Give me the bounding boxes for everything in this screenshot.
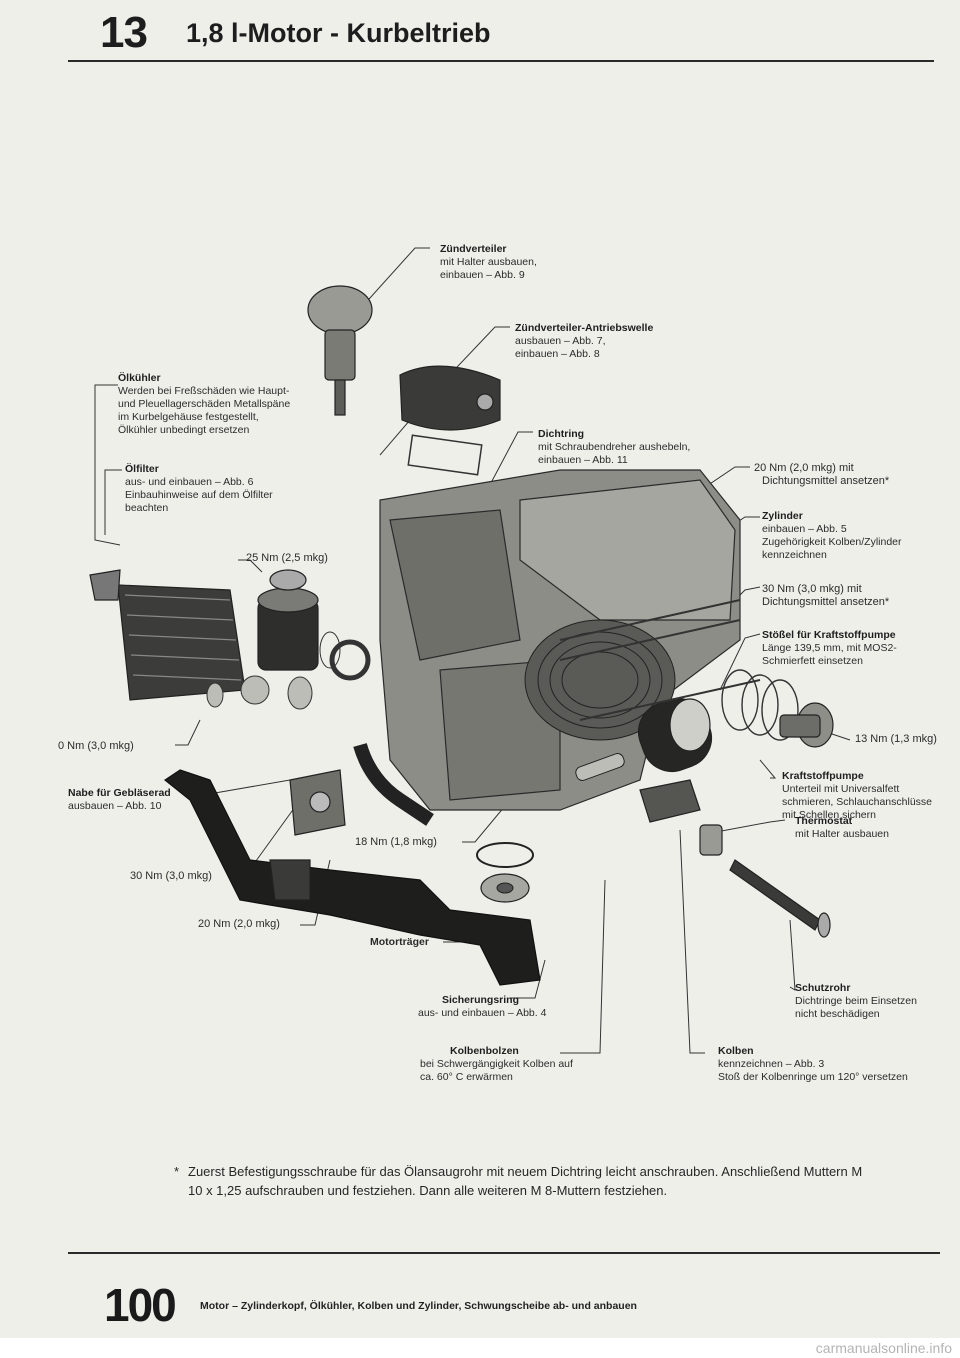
callout-line: kennzeichnen – Abb. 3 (718, 1058, 825, 1070)
callout-seal-ring: Dichtring mit Schraubendreher aushebeln,… (538, 428, 690, 467)
oil-filter (257, 569, 319, 671)
torque-20-bottom: 20 Nm (2,0 mkg) (198, 918, 280, 930)
engine-illustration (89, 247, 851, 1054)
thermostat (639, 779, 723, 856)
protective-tube (729, 859, 831, 938)
callout-line: Einbauhinweise auf dem Ölfilter (125, 489, 273, 501)
callout-title: Zündverteiler-Antriebswelle (515, 322, 654, 334)
callout-line: einbauen – Abb. 11 (538, 454, 628, 466)
callout-title: Sicherungsring (442, 994, 520, 1006)
callout-oil-cooler: Ölkühler Werden bei Freßschäden wie Haup… (118, 372, 290, 437)
callout-title: Ölfilter (125, 463, 159, 475)
footer-rule (68, 1252, 940, 1254)
callout-line: und Pleuellagerschäden Metallspäne (118, 398, 291, 410)
torque-30-bottom: 30 Nm (3,0 mkg) (130, 870, 212, 882)
callout-title: Zylinder (762, 510, 803, 522)
callout-line: im Kurbelgehäuse festgestellt, (118, 411, 259, 423)
callout-title: Thermostat (795, 815, 853, 827)
callout-line: Unterteil mit Universalfett (782, 783, 900, 795)
torque-18: 18 Nm (1,8 mkg) (355, 836, 437, 848)
thermostat-bracket (269, 769, 346, 901)
callout-engine-carrier: Motorträger (370, 936, 429, 948)
chapter-number: 13 (100, 8, 148, 57)
callout-line: bei Schwergängigkeit Kolben auf (420, 1058, 573, 1070)
callout-title: Nabe für Gebläserad (68, 787, 171, 799)
torque-13: 13 Nm (1,3 mkg) (855, 733, 937, 745)
callout-line: mit Schellen sichern (782, 809, 876, 821)
callout-fan-hub: Nabe für Gebläserad ausbauen – Abb. 10 (68, 787, 171, 813)
callout-line: Schmierfett einsetzen (762, 655, 863, 667)
cylinder-studs (559, 599, 761, 721)
torque-25: 25 Nm (2,5 mkg) (246, 552, 328, 564)
footnote-marker: * (174, 1164, 180, 1179)
callout-line: Dichtungsmittel ansetzen* (762, 475, 890, 487)
callout-title: Kolbenbolzen (450, 1045, 519, 1057)
callout-line: aus- und einbauen – Abb. 6 (125, 476, 254, 488)
callout-line: 30 Nm (3,0 mkg) mit (762, 583, 862, 595)
pulley (476, 842, 534, 903)
callout-line: kennzeichnen (762, 549, 827, 561)
intake-cover (399, 365, 501, 431)
callout-tappet: Stößel für Kraftstoffpumpe Länge 139,5 m… (762, 629, 897, 668)
callout-title: Schutzrohr (795, 982, 851, 994)
watermark-link[interactable]: carmanualsonline.info (815, 1340, 952, 1356)
callout-piston-pin: Kolbenbolzen bei Schwergängigkeit Kolben… (420, 1045, 573, 1084)
callout-cylinder: Zylinder einbauen – Abb. 5 Zugehörigkeit… (762, 510, 902, 562)
callout-torque-30: 30 Nm (3,0 mkg) mit Dichtungsmittel anse… (762, 583, 889, 609)
callout-line: schmieren, Schlauchanschlüsse (782, 796, 932, 808)
callout-circlip: Sicherungsring aus- und einbauen – Abb. … (418, 994, 546, 1020)
callout-torque-20: 20 Nm (2,0 mkg) mit Dichtungsmittel anse… (754, 462, 889, 488)
callout-oil-filter: Ölfilter aus- und einbauen – Abb. 6 Einb… (125, 463, 273, 515)
piston-rings (721, 669, 799, 741)
torque-30-left: 0 Nm (3,0 mkg) (58, 740, 134, 752)
callout-line: 20 Nm (2,0 mkg) mit (754, 462, 854, 474)
page-title: 1,8 l-Motor - Kurbeltrieb (186, 18, 491, 48)
callout-piston: Kolben kennzeichnen – Abb. 3 Stoß der Ko… (718, 1045, 908, 1084)
callout-line: ausbauen – Abb. 10 (68, 800, 162, 812)
callout-line: Dichtringe beim Einsetzen (795, 995, 917, 1007)
callout-line: einbauen – Abb. 5 (762, 523, 847, 535)
header-rule (68, 60, 934, 62)
callout-title: Dichtring (538, 428, 585, 440)
callout-line: nicht beschädigen (795, 1008, 880, 1020)
fuel-pump (779, 702, 834, 748)
callout-line: Stoß der Kolbenringe um 120° versetzen (718, 1071, 908, 1083)
callout-title: Kraftstoffpumpe (782, 770, 864, 782)
footnote-text: Zuerst Befestigungsschraube für das Ölan… (188, 1164, 863, 1198)
callout-protective-tube: Schutzrohr Dichtringe beim Einsetzen nic… (795, 982, 917, 1021)
footnote: * Zuerst Befestigungsschraube für das Öl… (174, 1162, 868, 1200)
distributor (307, 285, 373, 416)
callout-title: Kolben (718, 1045, 754, 1057)
exploded-engine-diagram: Zündverteiler mit Halter ausbauen, einba… (58, 243, 937, 1084)
callout-thermostat: Thermostat mit Halter ausbauen (795, 815, 889, 841)
callout-fuel-pump: Kraftstoffpumpe Unterteil mit Universalf… (782, 770, 932, 822)
callout-line: Zugehörigkeit Kolben/Zylinder (762, 536, 902, 548)
callout-line: aus- und einbauen – Abb. 4 (418, 1007, 547, 1019)
callout-line: einbauen – Abb. 8 (515, 348, 600, 360)
callout-drive-shaft: Zündverteiler-Antriebswelle ausbauen – A… (515, 322, 653, 361)
callout-line: Ölkühler unbedingt ersetzen (118, 424, 250, 436)
callout-line: Werden bei Freßschäden wie Haupt- (118, 385, 290, 397)
piston (637, 697, 713, 773)
seal-rings (206, 631, 371, 710)
callout-line: mit Halter ausbauen (795, 828, 889, 840)
callout-line: mit Halter ausbauen, (440, 256, 537, 268)
hose (353, 742, 434, 826)
callout-line: einbauen – Abb. 9 (440, 269, 525, 281)
callout-line: mit Schraubendreher aushebeln, (538, 441, 691, 453)
callout-line: Länge 139,5 mm, mit MOS2- (762, 642, 897, 654)
callout-line: Dichtungsmittel ansetzen* (762, 596, 890, 608)
callout-line: ausbauen – Abb. 7, (515, 335, 606, 347)
callout-title: Stößel für Kraftstoffpumpe (762, 629, 896, 641)
footer-section-title: Motor – Zylinderkopf, Ölkühler, Kolben u… (200, 1300, 637, 1312)
callout-title: Zündverteiler (440, 243, 507, 255)
callout-line: beachten (125, 502, 169, 514)
page-number: 100 (104, 1279, 177, 1331)
callout-distributor: Zündverteiler mit Halter ausbauen, einba… (440, 243, 537, 282)
oil-cooler (89, 569, 246, 701)
callout-line: ca. 60° C erwärmen (420, 1071, 513, 1083)
callout-title: Ölkühler (118, 372, 161, 384)
